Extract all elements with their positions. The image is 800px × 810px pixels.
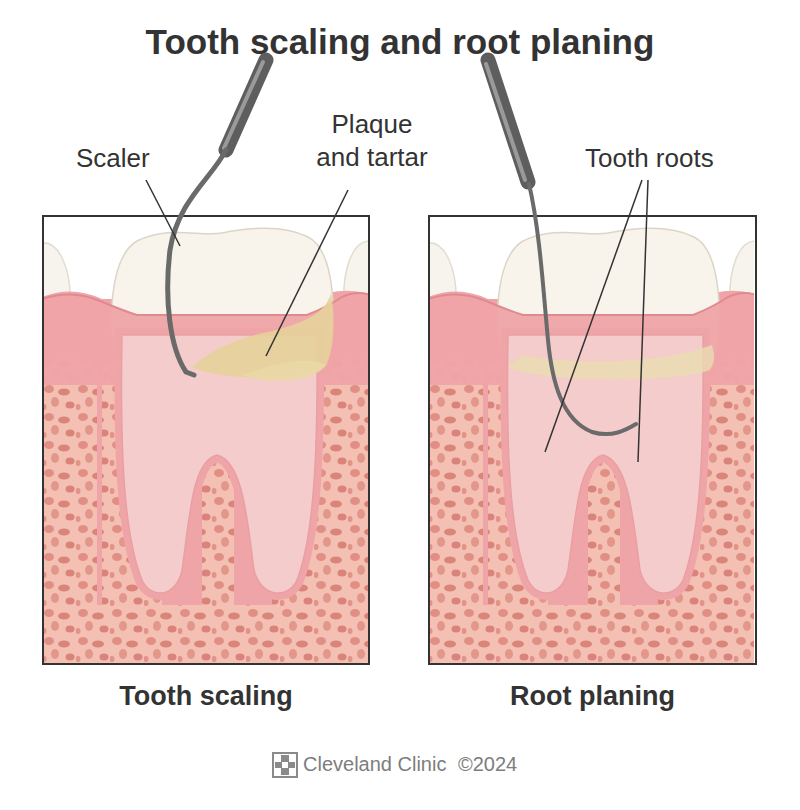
part-label: Tooth roots (585, 142, 714, 175)
illustration-part (486, 64, 525, 180)
part-label: Scaler (76, 142, 150, 175)
illustration-part (224, 62, 263, 148)
diagram-title: Tooth scaling and root planing (0, 22, 800, 62)
scaler-shank (168, 150, 226, 375)
panel-caption: Root planing (410, 681, 775, 712)
illustration-part (430, 217, 754, 663)
tartar-trace (508, 345, 714, 379)
illustration-part (273, 753, 297, 777)
illustration-part (275, 762, 282, 768)
leader-line (638, 180, 648, 462)
curette-handle (488, 60, 528, 182)
illustration-part (242, 361, 326, 381)
logo-mark (273, 753, 297, 777)
part-label: Plaque and tartar (313, 108, 431, 174)
illustration-part (44, 217, 368, 663)
illustration-part (281, 755, 289, 762)
copyright-text: ©2024 (458, 753, 517, 776)
tooth-illustration (44, 217, 368, 663)
illustration-part (288, 762, 295, 768)
illustration-part (281, 768, 289, 775)
illustration-panel: Tooth scaling (42, 215, 370, 665)
curette-shank (529, 184, 636, 434)
leader-line (545, 180, 642, 452)
leader-line (146, 180, 180, 246)
credit-text: Cleveland Clinic (303, 753, 446, 776)
scaler-handle (226, 60, 266, 150)
tooth-illustration (430, 217, 754, 663)
panel-caption: Tooth scaling (24, 681, 388, 712)
illustration-panel: Root planing (428, 215, 757, 665)
